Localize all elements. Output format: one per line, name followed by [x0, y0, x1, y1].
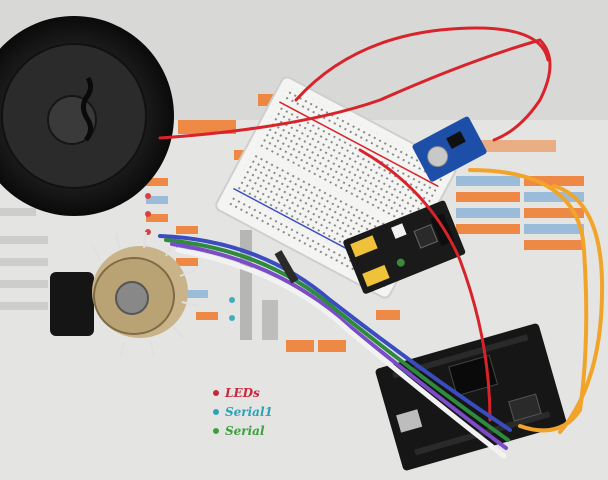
speaker [0, 16, 174, 216]
legend-label: Serial1 [225, 405, 273, 419]
legend-dot [213, 409, 219, 415]
arduino-board [375, 323, 567, 471]
rtc-module [412, 116, 487, 182]
legend-item-serial: Serial [213, 424, 265, 438]
legend-label: LEDs [225, 386, 260, 400]
legend-dot [213, 390, 219, 396]
wires [158, 26, 605, 459]
legend-dot [213, 428, 219, 434]
legend-label: Serial [225, 424, 265, 438]
legend-item-serial1: Serial1 [213, 405, 273, 419]
legend-item-leds: LEDs [213, 386, 260, 400]
power-module [343, 200, 466, 294]
rotary-switch [50, 231, 199, 359]
